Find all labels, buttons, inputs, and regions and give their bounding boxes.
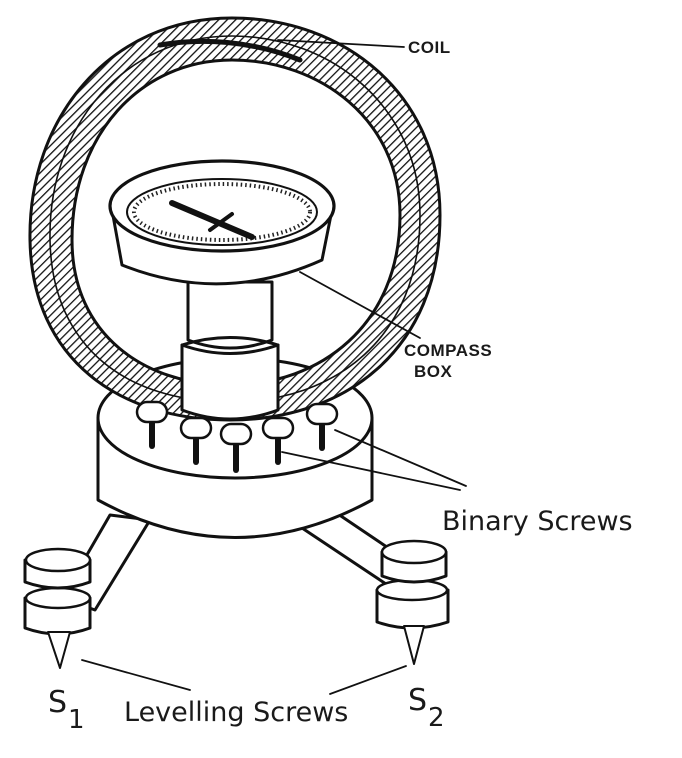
compass-box-label-line1: COMPASS: [404, 341, 492, 360]
binary-screw: [135, 400, 169, 449]
levelling-screw-left: [23, 547, 92, 669]
s1-label: S: [48, 685, 67, 720]
binary-screws: [135, 400, 339, 473]
coil-label: COIL: [408, 38, 451, 57]
binary-screw: [261, 416, 295, 465]
binary-screws-label: Binary Screws: [442, 506, 633, 537]
binary-screw: [179, 416, 213, 465]
compass-box-label-line2: BOX: [414, 362, 453, 381]
leader-lines: [81, 39, 467, 695]
pillar: [180, 280, 280, 421]
s2-label: S: [408, 683, 427, 718]
levelling-screw-right: [375, 539, 450, 665]
compass-box: [108, 159, 336, 286]
s1-subscript: 1: [68, 705, 85, 735]
levelling-screws-label: Levelling Screws: [124, 697, 348, 728]
binary-screw: [305, 402, 339, 451]
compass-needle: [169, 200, 255, 240]
s2-subscript: 2: [428, 703, 445, 733]
binary-screw: [219, 422, 253, 473]
